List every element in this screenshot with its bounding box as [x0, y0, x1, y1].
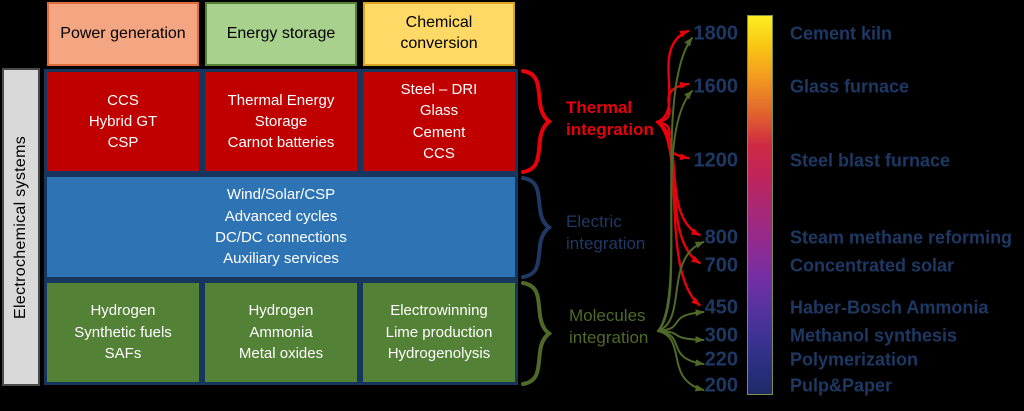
label-thermal-integration: Thermal integration	[566, 98, 654, 139]
column-header-label: Chemical conversion	[400, 14, 478, 52]
brace-electric-icon	[521, 176, 553, 279]
temp-label-300: 300	[704, 324, 738, 347]
cell-thermal-chemical-conversion: Steel – DRI Glass Cement CCS	[363, 72, 515, 172]
temp-label-1800: 1800	[693, 22, 739, 45]
process-label-300: Methanol synthesis	[790, 325, 958, 346]
label-molecules-integration: Molecules integration	[569, 306, 649, 347]
arrow-thermal-to-800	[655, 120, 701, 237]
arrow-molecules-to-1600	[657, 90, 693, 332]
systems-matrix: CCS Hybrid GT CSP Thermal Energy Storage…	[44, 69, 518, 385]
process-label-450: Haber-Bosch Ammonia	[790, 297, 989, 318]
process-label-700: Concentrated solar	[790, 255, 955, 276]
process-label-1600: Glass furnace	[790, 76, 910, 97]
brace-icons	[521, 69, 553, 386]
temp-label-220: 220	[704, 348, 738, 371]
brace-thermal-icon	[521, 69, 553, 174]
process-label-1200: Steel blast furnace	[790, 150, 951, 171]
cell-thermal-energy-storage: Thermal Energy Storage Carnot batteries	[205, 72, 357, 172]
process-label-800: Steam methane reforming	[790, 227, 1013, 248]
temp-label-1600: 1600	[693, 75, 739, 98]
cell-molecules-chemical-conversion: Electrowinning Lime production Hydrogeno…	[363, 282, 515, 382]
process-label-1800: Cement kiln	[790, 23, 893, 44]
cell-molecules-power-generation: Hydrogen Synthetic fuels SAFs	[47, 282, 199, 382]
column-headers: Power generation Energy storage Chemical…	[44, 2, 518, 66]
temperature-colorbar	[747, 15, 773, 395]
temp-label-1200: 1200	[693, 149, 739, 172]
sidebar-label: Electrochemical systems	[12, 135, 29, 319]
column-header-label: Energy storage	[226, 24, 336, 42]
column-header-energy-storage: Energy storage	[205, 2, 357, 66]
label-electric-integration: Electric integration	[566, 212, 646, 253]
sidebar-electrochemical-systems: Electrochemical systems	[2, 68, 40, 386]
temp-label-200: 200	[704, 374, 738, 397]
column-header-power-generation: Power generation	[47, 2, 199, 66]
column-header-chemical-conversion: Chemical conversion	[363, 2, 515, 66]
temp-label-800: 800	[704, 226, 738, 249]
column-header-label: Power generation	[60, 24, 186, 42]
temp-label-700: 700	[704, 254, 738, 277]
process-label-200: Pulp&Paper	[790, 375, 893, 396]
cell-thermal-power-generation: CCS Hybrid GT CSP	[47, 72, 199, 172]
cell-electric-integration-all-columns: Wind/Solar/CSP Advanced cycles DC/DC con…	[47, 177, 515, 277]
process-label-220: Polymerization	[790, 349, 919, 370]
cell-molecules-energy-storage: Hydrogen Ammonia Metal oxides	[205, 282, 357, 382]
brace-molecules-icon	[521, 281, 553, 386]
temp-label-450: 450	[704, 296, 738, 319]
